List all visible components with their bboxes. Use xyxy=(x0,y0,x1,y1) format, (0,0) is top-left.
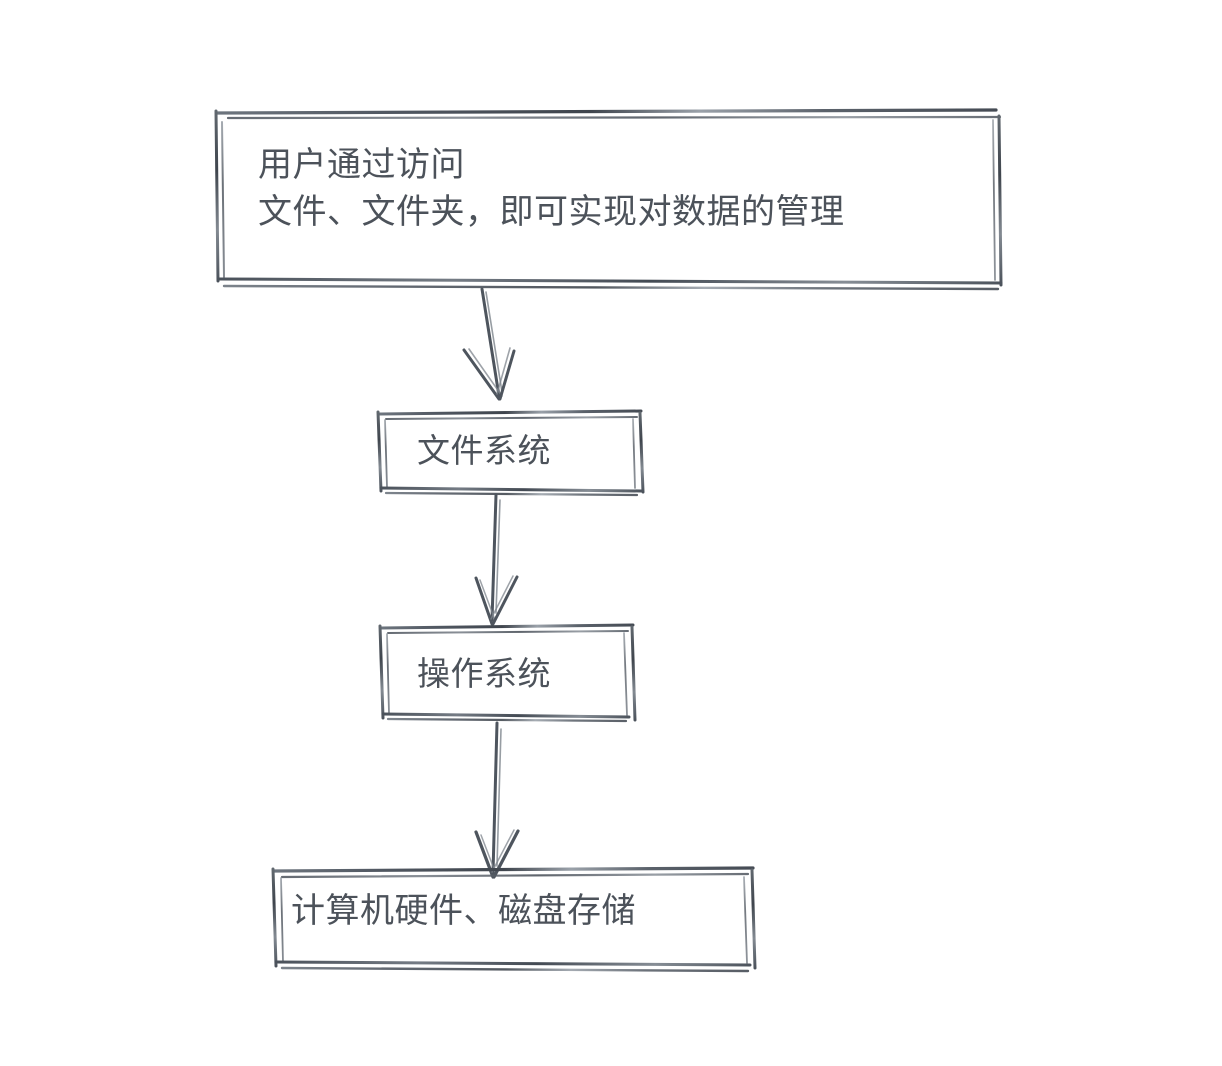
edge-arrow-2 xyxy=(474,493,519,626)
node-operating-system[interactable] xyxy=(378,623,637,723)
node-hardware-storage[interactable] xyxy=(271,866,757,973)
node-file-system[interactable] xyxy=(376,409,645,497)
edge-arrow-1 xyxy=(462,287,516,401)
edge-arrow-3 xyxy=(474,721,520,879)
node-user-access[interactable] xyxy=(214,108,1003,291)
